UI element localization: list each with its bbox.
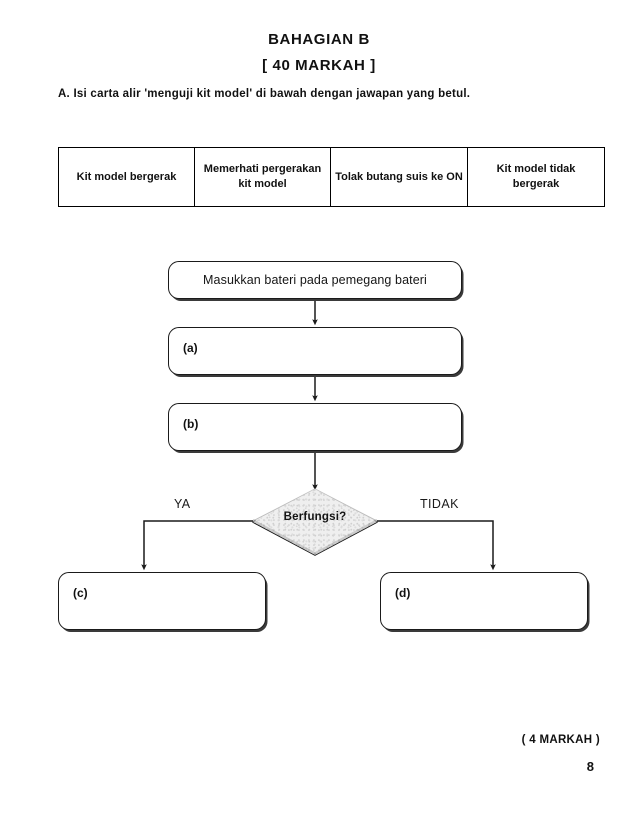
connector-yes-to-c	[141, 520, 253, 571]
decision-diamond-text: Berfungsi?	[283, 510, 347, 523]
section-title: BAHAGIAN B	[268, 31, 370, 48]
flow-box-start: Masukkan bateri pada pemegang bateri	[168, 261, 462, 299]
flow-box-c-label: (c)	[73, 586, 88, 600]
flow-box-b-label: (b)	[183, 417, 199, 431]
marks-footer: ( 4 MARKAH )	[521, 734, 600, 746]
connector-no-to-d	[377, 520, 496, 571]
flow-decision-diamond: Berfungsi?	[253, 489, 377, 555]
branch-label-no: TIDAK	[420, 497, 459, 511]
flow-box-d-label: (d)	[395, 586, 411, 600]
flow-box-answer-c[interactable]: (c)	[58, 572, 266, 630]
word-bank-cell-3[interactable]: Tolak butang suis ke ON	[330, 147, 468, 207]
flow-box-a-label: (a)	[183, 341, 198, 355]
flow-box-answer-a[interactable]: (a)	[168, 327, 462, 375]
section-marks: [ 40 MARKAH ]	[262, 57, 376, 74]
word-bank-cell-2[interactable]: Memerhati pergerakan kit model	[194, 147, 331, 207]
flow-box-answer-b[interactable]: (b)	[168, 403, 462, 451]
word-bank-cell-4[interactable]: Kit model tidak bergerak	[467, 147, 605, 207]
answer-word-bank-table: Kit model bergerak Memerhati pergerakan …	[58, 147, 605, 207]
branch-label-yes: YA	[174, 497, 191, 511]
question-instruction: A. Isi carta alir 'menguji kit model' di…	[58, 88, 471, 100]
flow-box-answer-d[interactable]: (d)	[380, 572, 588, 630]
word-bank-cell-1[interactable]: Kit model bergerak	[58, 147, 195, 207]
table-row: Kit model bergerak Memerhati pergerakan …	[58, 147, 605, 207]
page-number: 8	[586, 759, 594, 774]
flow-box-start-text: Masukkan bateri pada pemegang bateri	[203, 273, 427, 287]
